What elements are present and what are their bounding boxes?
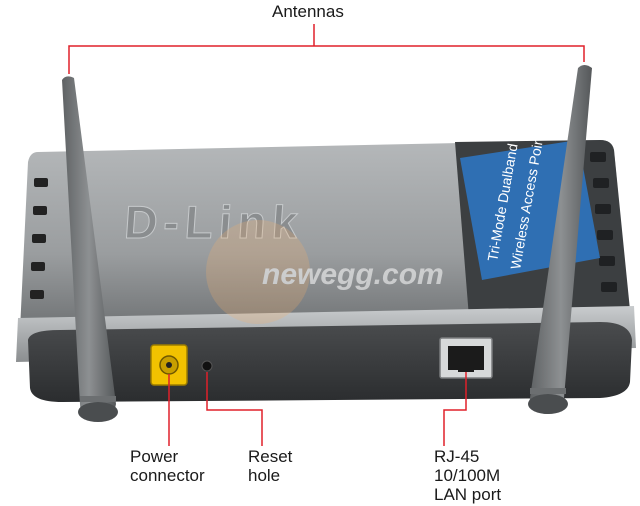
power-connector	[150, 344, 188, 386]
right-vents	[590, 152, 617, 292]
reset-hole	[201, 360, 213, 372]
reset-hole-label: Reset hole	[248, 447, 292, 485]
right-antenna	[528, 65, 592, 414]
watermark: newegg.com	[206, 220, 444, 324]
watermark-text: newegg.com	[262, 258, 444, 291]
callout-lines	[68, 24, 585, 446]
antennas-label: Antennas	[272, 2, 344, 21]
brand-logo: D-Link	[123, 196, 306, 248]
power-connector-label-line-1: Power	[130, 447, 179, 466]
reset-callout-line	[206, 372, 263, 446]
rj45-port	[439, 337, 493, 379]
power-connector-label-line-2: connector	[130, 466, 205, 485]
antennas-callout-line	[68, 45, 585, 74]
rj45-port-label-line-2: 10/100M	[434, 466, 501, 485]
reset-hole-label-line-2: hole	[248, 466, 281, 485]
rj45-callout-line	[443, 372, 467, 446]
power-connector-label: Power connector	[130, 447, 205, 485]
left-vents	[30, 178, 48, 299]
rj45-port-label: RJ-45 10/100M LAN port	[434, 447, 501, 504]
rj45-port-label-line-1: RJ-45	[434, 447, 480, 466]
antennas-label-text: Antennas	[272, 2, 344, 21]
rj45-port-label-line-3: LAN port	[434, 485, 502, 504]
left-antenna	[62, 76, 118, 422]
reset-hole-label-line-1: Reset	[248, 447, 293, 466]
